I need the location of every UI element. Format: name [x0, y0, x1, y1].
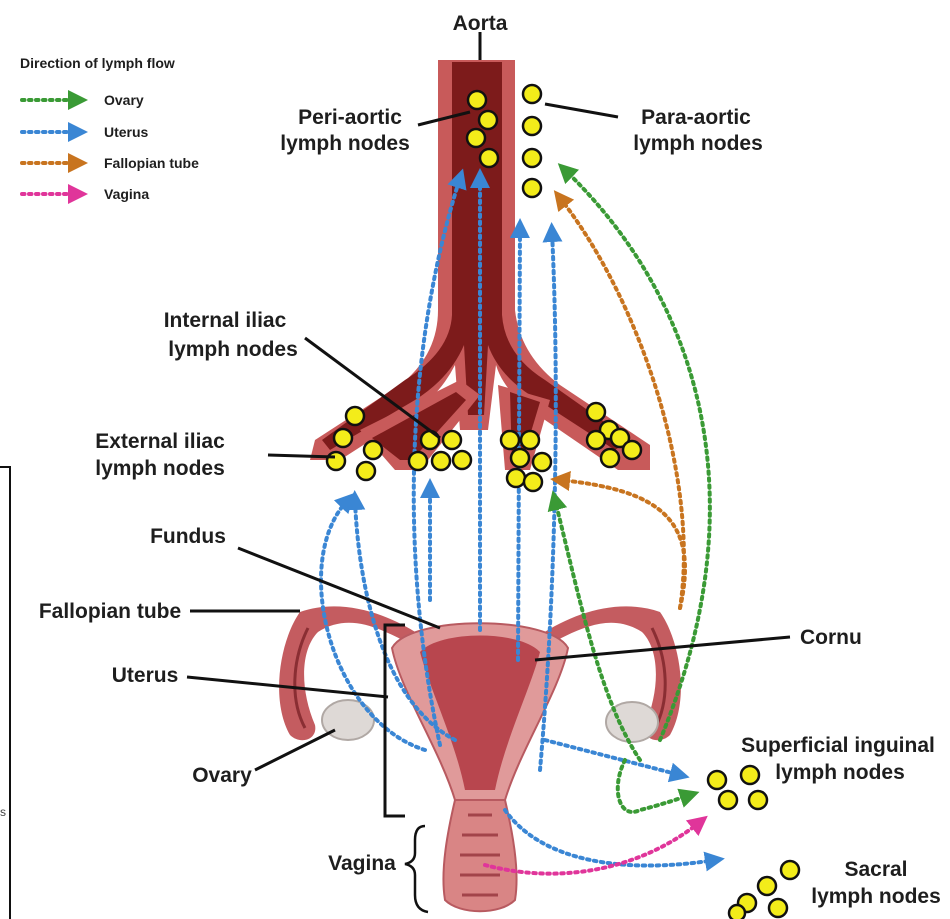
- legend-item-fallopian-tube: Fallopian tube: [22, 153, 199, 173]
- legend-label-vagina: Vagina: [104, 186, 149, 202]
- legend-title: Direction of lymph flow: [20, 55, 175, 71]
- legend-label-uterus: Uterus: [104, 124, 149, 140]
- label-superficial-inguinal-2: lymph nodes: [775, 761, 905, 784]
- legend: Direction of lymph flow Ovary Uterus Fal…: [20, 55, 199, 204]
- para-aortic-nodes: [523, 85, 541, 197]
- legend-arrow-vagina: [68, 184, 88, 204]
- label-superficial-inguinal-1: Superficial inguinal: [741, 734, 935, 757]
- legend-arrow-fallopian-tube: [68, 153, 88, 173]
- left-edge-bracket: [0, 467, 10, 919]
- label-peri-aortic-1: Peri-aortic: [298, 106, 402, 129]
- legend-item-ovary: Ovary: [22, 90, 144, 110]
- label-fundus: Fundus: [150, 525, 226, 548]
- label-internal-iliac-2: lymph nodes: [168, 338, 298, 361]
- legend-arrow-ovary: [68, 90, 88, 110]
- legend-label-ovary: Ovary: [104, 92, 144, 108]
- label-ovary: Ovary: [192, 764, 252, 787]
- label-para-aortic-1: Para-aortic: [641, 106, 751, 129]
- label-peri-aortic-2: lymph nodes: [280, 132, 410, 155]
- label-cornu: Cornu: [800, 626, 862, 649]
- label-para-aortic-2: lymph nodes: [633, 132, 763, 155]
- label-external-iliac-2: lymph nodes: [95, 457, 225, 480]
- superficial-inguinal-nodes: [708, 766, 767, 809]
- legend-item-uterus: Uterus: [22, 122, 149, 142]
- label-vagina: Vagina: [328, 852, 396, 875]
- legend-item-vagina: Vagina: [22, 184, 149, 204]
- cropped-text-fragment: s: [0, 805, 6, 819]
- legend-arrow-uterus: [68, 122, 88, 142]
- sacral-nodes: [729, 861, 799, 919]
- label-sacral-2: lymph nodes: [811, 885, 941, 908]
- label-external-iliac-1: External iliac: [95, 430, 225, 453]
- label-aorta: Aorta: [453, 12, 508, 35]
- label-internal-iliac-1: Internal iliac: [164, 309, 287, 332]
- label-fallopian-tube: Fallopian tube: [39, 600, 181, 623]
- label-uterus: Uterus: [112, 664, 179, 687]
- label-sacral-1: Sacral: [844, 858, 907, 881]
- legend-label-fallopian-tube: Fallopian tube: [104, 155, 199, 171]
